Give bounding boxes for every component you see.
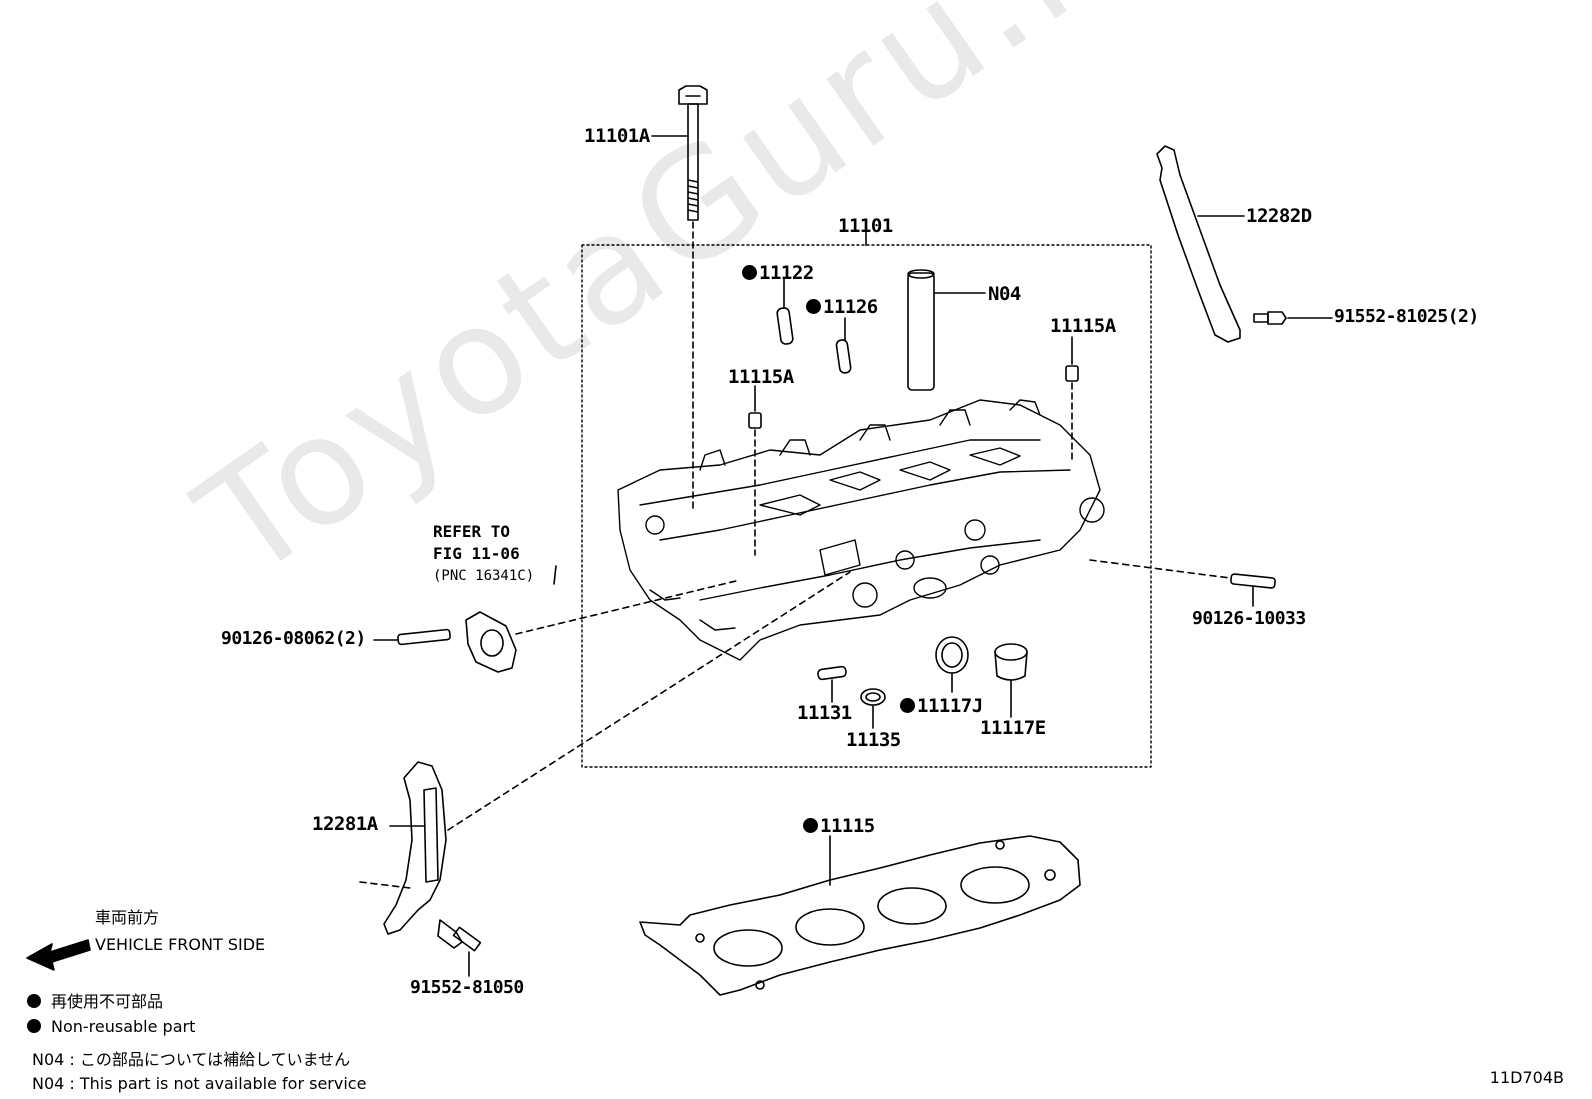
reference-note: REFER TO FIG 11-06 (PNC 16341C) [433, 521, 534, 587]
part-label-11115: 11115 [803, 817, 875, 836]
dowel-11115A-right [1065, 365, 1079, 382]
part-label-N04: N04 [988, 283, 1021, 305]
part-label-11115A-left: 11115A [728, 366, 794, 388]
part-label-11115A-right: 11115A [1050, 315, 1116, 337]
legend-n04-jp: N04 : この部品については補給していません [32, 1050, 351, 1069]
nonreusable-dot-icon [900, 698, 915, 713]
direction-label-jp: 車両前方 [95, 908, 160, 927]
part-label-91552-81025: 91552-81025(2) [1334, 306, 1479, 327]
part-label-91552-81050: 91552-81050 [410, 977, 524, 998]
part-label-11135: 11135 [846, 729, 901, 751]
reference-line-2: FIG 11-06 [433, 544, 520, 563]
dowel-11115A-left [748, 412, 762, 429]
legend-nonreusable-jp: 再使用不可部品 [27, 994, 163, 1010]
part-label-11126: 11126 [806, 298, 878, 317]
reference-line-3: (PNC 16341C) [433, 568, 535, 584]
figure-id: 11D704B [1489, 1068, 1564, 1087]
exhaust-gasket [465, 611, 517, 673]
chain-guide-12281A [383, 761, 447, 935]
tube-N04 [907, 269, 986, 391]
pin-11122 [776, 307, 794, 345]
nonreusable-dot-icon [806, 299, 821, 314]
bolt-91552-81025 [1253, 311, 1333, 325]
part-label-11101: 11101 [838, 215, 893, 237]
part-label-11117J: 11117J [900, 697, 983, 716]
part-label-11101A: 11101A [584, 125, 650, 147]
direction-label-en: VEHICLE FRONT SIDE [95, 935, 266, 954]
part-label-12281A: 12281A [312, 813, 378, 835]
nonreusable-dot-icon [27, 1019, 41, 1033]
vehicle-front-arrow [26, 939, 91, 971]
part-label-11122: 11122 [742, 264, 814, 283]
bolt-91552-81050 [437, 919, 482, 977]
head-gasket-11115 [639, 835, 1081, 996]
nonreusable-dot-icon [803, 818, 818, 833]
ring-11135 [860, 688, 886, 706]
nonreusable-dot-icon [742, 265, 757, 280]
nonreusable-dot-icon [27, 994, 41, 1008]
seal-11131 [817, 665, 847, 681]
head-bolt-11101A [651, 85, 708, 511]
reference-line-1: REFER TO [433, 522, 511, 541]
cylinder-head [617, 399, 1105, 661]
part-label-11117E: 11117E [980, 717, 1046, 739]
pin-11126 [835, 339, 852, 374]
plug-11117E [994, 643, 1028, 718]
legend-n04-en: N04 : This part is not available for ser… [32, 1074, 367, 1093]
part-label-90126-08062: 90126-08062(2) [221, 628, 366, 649]
legend-nonreusable-en: Non-reusable part [27, 1019, 195, 1035]
chain-guide-12282D [1156, 145, 1241, 343]
part-label-90126-10033: 90126-10033 [1192, 608, 1306, 629]
stud-90126-08062 [373, 628, 451, 646]
part-label-11131: 11131 [797, 702, 852, 724]
part-label-12282D: 12282D [1246, 205, 1312, 227]
